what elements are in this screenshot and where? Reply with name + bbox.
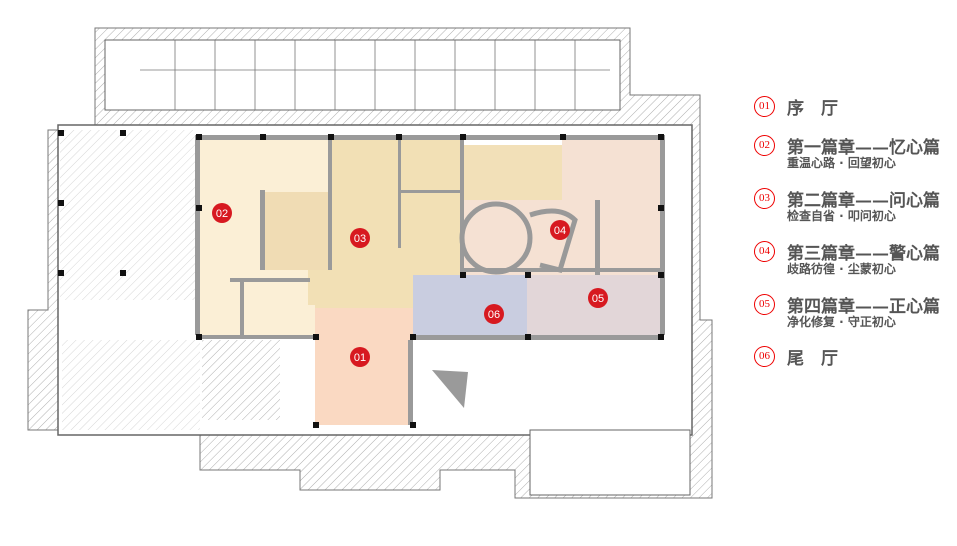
marker-label: 01: [354, 352, 366, 364]
marker-label: 06: [488, 309, 500, 321]
legend-number: 06: [754, 346, 775, 367]
legend-title: 尾 厅: [787, 349, 838, 369]
marker-label: 05: [592, 293, 604, 305]
marker-03: 03: [350, 228, 370, 248]
legend-subtitle: 检查自省 · 叩问初心: [787, 209, 896, 223]
zone-markers: 01 02 03 04 05 06: [212, 203, 608, 367]
zone-06: [413, 275, 527, 335]
legend-title: 第三篇章——警心篇: [787, 244, 940, 264]
marker-02: 02: [212, 203, 232, 223]
marker-label: 04: [554, 225, 566, 237]
zone-01: [315, 308, 413, 425]
legend-number: 02: [754, 135, 775, 156]
zone-02-inner-room: [262, 192, 330, 270]
legend-title: 第四篇章——正心篇: [787, 297, 940, 317]
marker-04: 04: [550, 220, 570, 240]
legend-subtitle: 重温心路 · 回望初心: [787, 156, 896, 170]
zone-04: [462, 140, 660, 275]
exhibit-zones: [197, 140, 660, 425]
legend-title: 第二篇章——问心篇: [787, 191, 940, 211]
marker-01: 01: [350, 347, 370, 367]
marker-label: 03: [354, 233, 366, 245]
legend-number: 03: [754, 188, 775, 209]
legend-subtitle: 净化修复 · 守正初心: [787, 315, 896, 329]
marker-05: 05: [588, 288, 608, 308]
legend-number: 01: [754, 96, 775, 117]
columns: [58, 130, 664, 428]
legend-number: 04: [754, 241, 775, 262]
zone-03: [308, 140, 462, 308]
legend-subtitle: 歧路彷徨 · 尘蒙初心: [787, 262, 896, 276]
legend-number: 05: [754, 294, 775, 315]
corridor-top: [462, 145, 562, 200]
top-rooms: [140, 40, 610, 110]
legend-title: 序 厅: [787, 99, 838, 119]
legend-title: 第一篇章——忆心篇: [787, 138, 940, 158]
round-rooms: [459, 201, 578, 275]
marker-06: 06: [484, 304, 504, 324]
marker-label: 02: [216, 208, 228, 220]
